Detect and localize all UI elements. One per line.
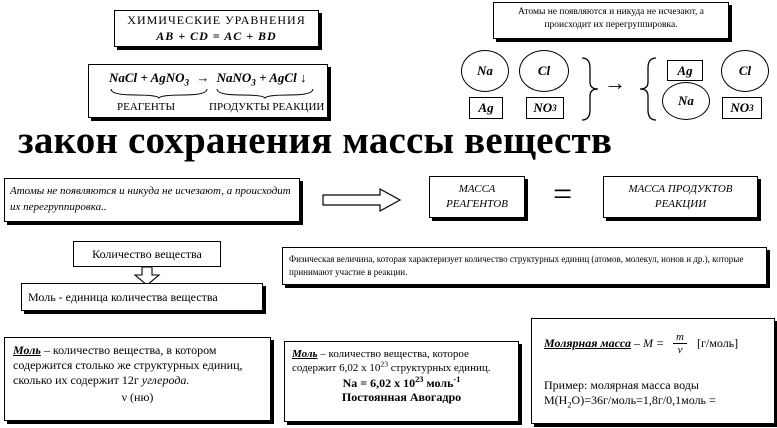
avogadro-name: Постоянная Авогадро [341,390,462,404]
top-note-box: Атомы не появляются и никуда не исчезают… [493,2,729,39]
physical-quantity-box: Физическая величина, которая характеризу… [282,247,767,285]
top-note-text: Атомы не появляются и никуда не исчезают… [517,7,705,30]
avogadro-equation: Na = 6,02 x 1023 моль-1 [292,375,511,390]
fraction-denominator: ν [677,344,683,356]
mass-reagents-text: МАССА РЕАГЕНТОВ [446,183,508,210]
molar-mass-example-calc: M(H2O)=36г/моль=1,8г/0,1моль = [544,393,716,410]
mol-definition-left-box: Моль – количество вещества, в котором со… [4,337,271,421]
ion-no3-right-text: NO [730,100,750,115]
label-reagents: РЕАГЕНТЫ [117,101,176,113]
molar-mass-example-label: Пример: молярная масса воды [544,378,699,392]
mass-products-box: МАССА ПРОДУКТОВ РЕАКЦИИ [603,176,758,218]
atom-na-right: Na [662,82,710,120]
quantity-box: Количество вещества [73,241,221,267]
hollow-arrow-icon [322,188,402,212]
reactants-text: NaCl + AgNO [109,70,185,85]
molar-mass-formula: Молярная масса – M = m ν [г/моль] [544,331,738,356]
avogadro-exp: 23 [415,375,424,384]
brace-right-icon [581,57,599,121]
transform-arrow-icon: → [604,70,626,95]
atom-ag-left: Ag [469,97,503,119]
physical-quantity-text: Физическая величина, которая характеризу… [289,254,744,277]
brace-left-icon [639,57,657,121]
fraction-numerator: m [673,331,687,344]
example-calc-a: M(H [544,393,568,407]
reaction-example-box: NaCl + AgNO3 → NaNO3 + AgCl ↓ РЕАГЕНТЫ П… [88,64,328,118]
mol-unit-text: Моль - единица количества вещества [28,290,218,304]
products-text: NaNO [216,70,252,85]
down-arrow-icon [133,266,161,286]
quantity-label: Количество вещества [92,247,202,261]
law-note-text: Атомы не появляются и никуда не исчезают… [10,185,291,213]
mass-products-text: МАССА ПРОДУКТОВ РЕАКЦИИ [628,183,733,210]
mol-unit-box: Моль - единица количества вещества [21,283,263,311]
molar-mass-lhs: – M = [630,336,668,350]
mol-def-mid-text: – количество вещества, которое содержит … [292,348,469,374]
reactants-subscript: 3 [184,77,190,88]
chemical-equations-box: ХИМИЧЕСКИЕ УРАВНЕНИЯ AB + CD = AC + BD [114,10,319,47]
molar-mass-fraction: m ν [673,331,687,356]
example-calc-b: O)=36г/моль=1,8г/0,1моль = [571,393,716,407]
mol-definition-mid-box: Моль – количество вещества, которое соде… [284,341,519,422]
avogadro-unit: моль [423,376,454,390]
molar-mass-term: Молярная масса [544,336,631,350]
main-title: закон сохранения массы веществ [18,119,613,162]
label-products: ПРОДУКТЫ РЕАКЦИИ [209,101,325,113]
molar-mass-unit: [г/моль] [697,336,739,350]
mol-def-mid-exp: 23 [380,359,389,369]
mol-def-left-text: – количество вещества, в котором содержи… [13,343,243,387]
nu-symbol: ν (ню) [121,390,154,404]
law-note-box: Атомы не появляются и никуда не исчезают… [4,178,300,222]
reaction-braces [110,88,314,99]
mol-def-left-carbon: углерода. [141,373,190,387]
atom-cl-left: Cl [519,50,569,92]
mol-term-left: Моль [13,343,41,357]
avogadro-unit-exp: -1 [453,375,461,384]
reaction-arrow: → [196,70,210,85]
mol-term-mid: Моль [292,348,318,360]
molar-mass-box: Молярная масса – M = m ν [г/моль] Пример… [531,318,775,424]
atom-cl-right: Cl [721,50,769,92]
mol-def-mid-text2: структурных единиц. [388,362,491,374]
avogadro-eq-text: Na = 6,02 x 10 [342,376,416,390]
example-calc-sub: 2 [567,400,572,410]
atom-ag-right: Ag [667,60,703,81]
products-subscript: 3 [251,77,256,88]
products-tail: + AgCl ↓ [255,70,307,85]
atom-na-left: Na [461,50,509,92]
chemical-equations-title: ХИМИЧЕСКИЕ УРАВНЕНИЯ [127,13,306,27]
equals-sign: = [553,176,573,213]
ion-no3-left-text: NO [533,100,553,115]
general-equation: AB + CD = AC + BD [156,29,277,43]
mass-reagents-box: МАССА РЕАГЕНТОВ [429,176,525,218]
reaction-equation: NaCl + AgNO3 → NaNO3 + AgCl ↓ [109,70,307,88]
